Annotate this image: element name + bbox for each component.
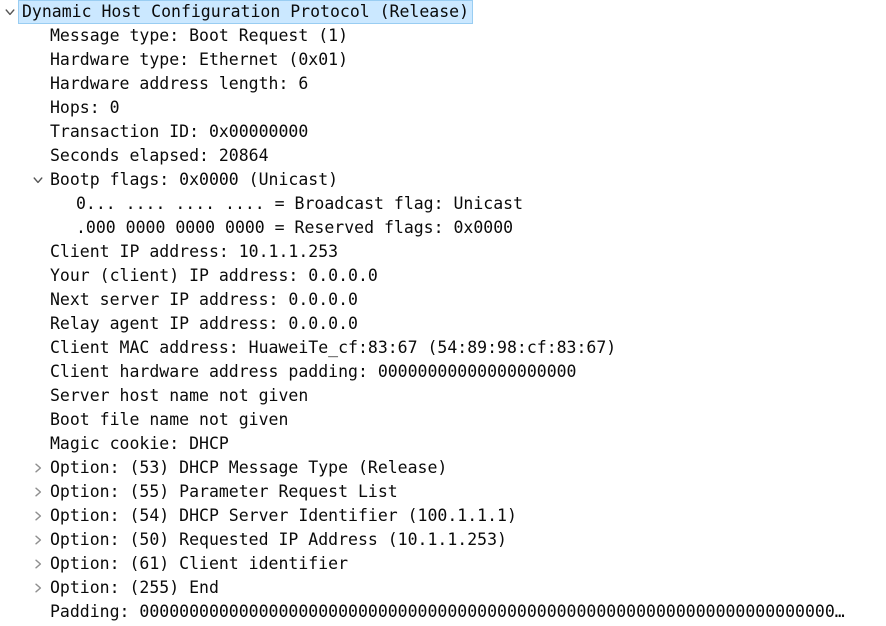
tree-row-label: Dynamic Host Configuration Protocol (Rel… — [18, 0, 474, 24]
tree-row-label: Relay agent IP address: 0.0.0.0 — [50, 314, 358, 333]
tree-row-label: Server host name not given — [50, 386, 309, 405]
tree-row[interactable]: Client MAC address: HuaweiTe_cf:83:67 (5… — [0, 336, 886, 360]
tree-row[interactable]: Next server IP address: 0.0.0.0 — [0, 288, 886, 312]
tree-row[interactable]: Option: (255) End — [0, 576, 886, 600]
tree-row[interactable]: 0... .... .... .... = Broadcast flag: Un… — [0, 192, 886, 216]
tree-row-label: Your (client) IP address: 0.0.0.0 — [50, 266, 378, 285]
chevron-down-icon[interactable] — [4, 6, 16, 18]
chevron-right-icon[interactable] — [32, 486, 44, 498]
tree-row-label: Hops: 0 — [50, 98, 120, 117]
tree-row[interactable]: Server host name not given — [0, 384, 886, 408]
tree-row-label: Option: (54) DHCP Server Identifier (100… — [50, 506, 517, 525]
chevron-down-icon[interactable] — [32, 174, 44, 186]
tree-row-label: Client MAC address: HuaweiTe_cf:83:67 (5… — [50, 338, 617, 357]
tree-row-label: Magic cookie: DHCP — [50, 434, 229, 453]
tree-row[interactable]: Client hardware address padding: 0000000… — [0, 360, 886, 384]
tree-row[interactable]: Hardware type: Ethernet (0x01) — [0, 48, 886, 72]
tree-row[interactable]: Client IP address: 10.1.1.253 — [0, 240, 886, 264]
tree-row-label: Hardware type: Ethernet (0x01) — [50, 50, 349, 69]
tree-row[interactable]: Dynamic Host Configuration Protocol (Rel… — [0, 0, 886, 24]
chevron-right-icon[interactable] — [32, 462, 44, 474]
tree-row-label: Boot file name not given — [50, 410, 289, 429]
tree-row-label: Option: (255) End — [50, 578, 219, 597]
tree-row[interactable]: Transaction ID: 0x00000000 — [0, 120, 886, 144]
tree-row-label: Seconds elapsed: 20864 — [50, 146, 269, 165]
tree-row-label: Option: (53) DHCP Message Type (Release) — [50, 458, 448, 477]
tree-row-label: Hardware address length: 6 — [50, 74, 309, 93]
tree-row-label: Option: (50) Requested IP Address (10.1.… — [50, 530, 507, 549]
chevron-right-icon[interactable] — [32, 582, 44, 594]
tree-row-label: .000 0000 0000 0000 = Reserved flags: 0x… — [76, 218, 514, 237]
tree-row[interactable]: Message type: Boot Request (1) — [0, 24, 886, 48]
tree-row[interactable]: Padding: 0000000000000000000000000000000… — [0, 600, 886, 624]
tree-row[interactable]: Hops: 0 — [0, 96, 886, 120]
tree-row-label: Next server IP address: 0.0.0.0 — [50, 290, 358, 309]
tree-row-label: Client hardware address padding: 0000000… — [50, 362, 577, 381]
tree-row-label: Message type: Boot Request (1) — [50, 26, 349, 45]
tree-row[interactable]: Option: (54) DHCP Server Identifier (100… — [0, 504, 886, 528]
tree-row[interactable]: Boot file name not given — [0, 408, 886, 432]
tree-row[interactable]: Seconds elapsed: 20864 — [0, 144, 886, 168]
chevron-right-icon[interactable] — [32, 534, 44, 546]
tree-row-label: Option: (61) Client identifier — [50, 554, 349, 573]
tree-row[interactable]: Option: (61) Client identifier — [0, 552, 886, 576]
tree-row[interactable]: Bootp flags: 0x0000 (Unicast) — [0, 168, 886, 192]
tree-row[interactable]: Your (client) IP address: 0.0.0.0 — [0, 264, 886, 288]
tree-row[interactable]: Relay agent IP address: 0.0.0.0 — [0, 312, 886, 336]
tree-row-label: Padding: 0000000000000000000000000000000… — [50, 602, 845, 621]
chevron-right-icon[interactable] — [32, 510, 44, 522]
tree-row[interactable]: Option: (53) DHCP Message Type (Release) — [0, 456, 886, 480]
tree-row[interactable]: Option: (50) Requested IP Address (10.1.… — [0, 528, 886, 552]
tree-row-label: Transaction ID: 0x00000000 — [50, 122, 309, 141]
chevron-right-icon[interactable] — [32, 558, 44, 570]
tree-row-label: Client IP address: 10.1.1.253 — [50, 242, 339, 261]
tree-row[interactable]: Magic cookie: DHCP — [0, 432, 886, 456]
tree-row-label: Bootp flags: 0x0000 (Unicast) — [50, 170, 339, 189]
tree-row[interactable]: .000 0000 0000 0000 = Reserved flags: 0x… — [0, 216, 886, 240]
tree-row[interactable]: Option: (55) Parameter Request List — [0, 480, 886, 504]
tree-row[interactable]: Hardware address length: 6 — [0, 72, 886, 96]
tree-row-label: Option: (55) Parameter Request List — [50, 482, 398, 501]
tree-row-label: 0... .... .... .... = Broadcast flag: Un… — [76, 194, 524, 213]
